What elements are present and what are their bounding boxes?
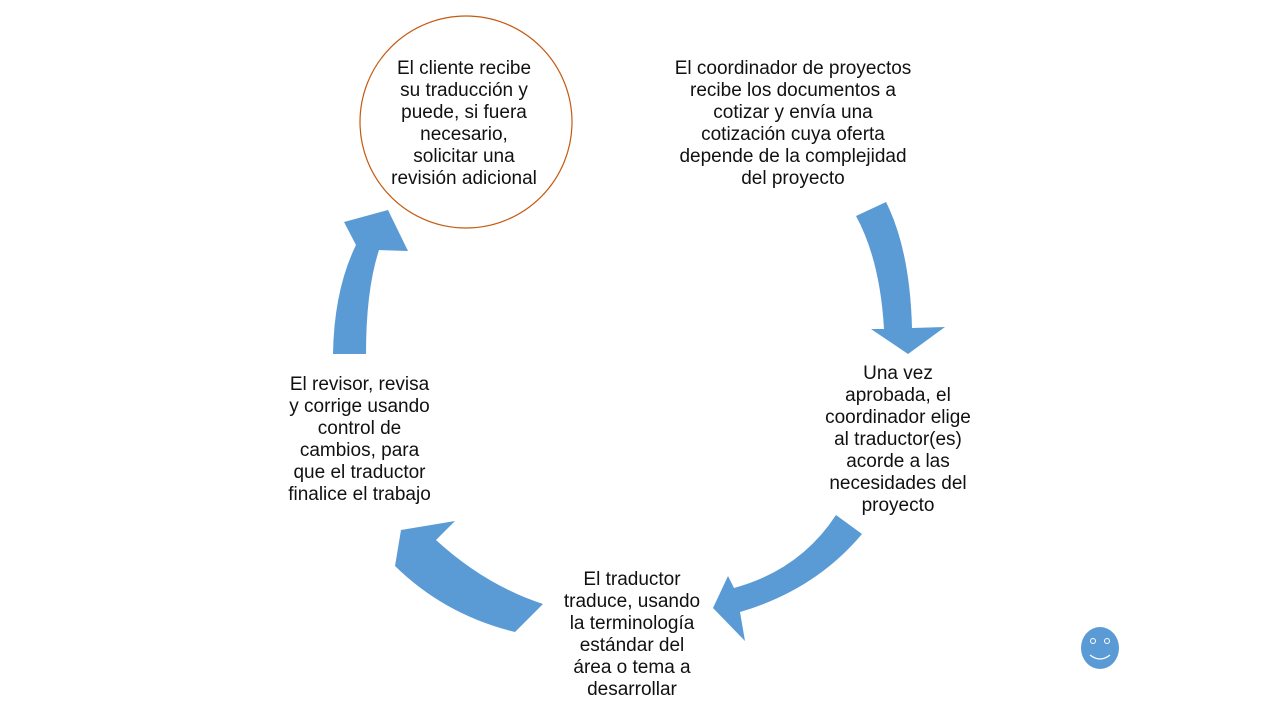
step-client-receives: El cliente recibe su traducción y puede,… — [391, 58, 537, 189]
arrow-review-to-client — [333, 210, 408, 354]
arrow-translate-to-review — [395, 521, 543, 632]
highlight-circle — [359, 15, 573, 229]
step-translate: El traductor traduce, usando la terminol… — [563, 569, 701, 700]
step-coordinator-quote: El coordinador de proyectos recibe los d… — [674, 58, 912, 189]
arrow-coordinator-to-assign — [856, 202, 945, 354]
smiley-face-icon — [1081, 627, 1119, 669]
step-review: El revisor, revisa y corrige usando cont… — [288, 374, 431, 505]
step-assign-translator: Una vez aprobada, el coordinador elige a… — [825, 363, 971, 516]
arrow-assign-to-translate — [713, 515, 862, 641]
